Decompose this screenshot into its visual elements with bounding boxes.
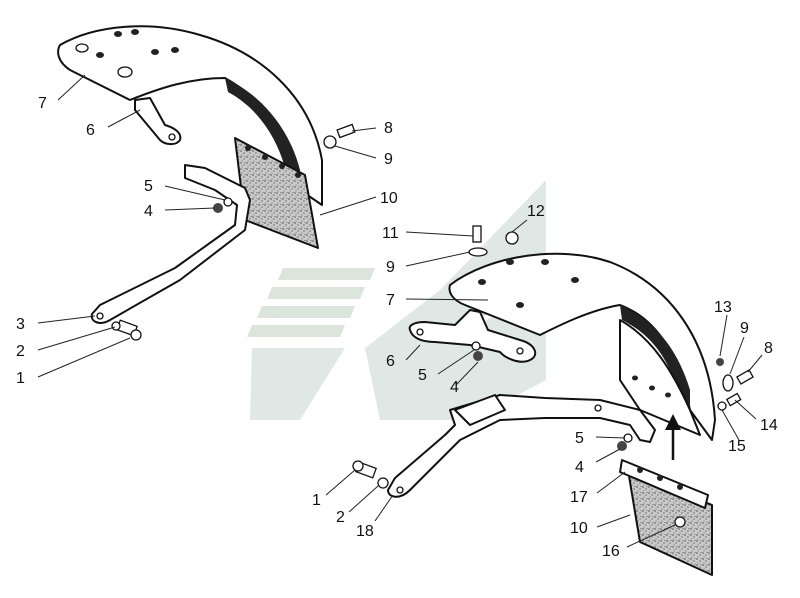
callout-right-6: 6: [386, 353, 395, 370]
callout-left-7: 7: [38, 95, 47, 112]
callout-right-13: 13: [714, 299, 732, 316]
right-small-bracket: [408, 309, 537, 363]
callout-left-9: 9: [384, 151, 393, 168]
callout-right-8: 8: [764, 340, 773, 357]
callout-right-16: 16: [602, 543, 620, 560]
callout-right-10: 10: [570, 520, 588, 537]
left-nut: [213, 197, 233, 213]
right-bracket-loop: [454, 394, 506, 426]
callout-right-5b: 5: [575, 430, 584, 447]
right-mid-nut: [471, 341, 483, 361]
callout-left-5: 5: [144, 178, 153, 195]
callout-left-1: 1: [16, 370, 25, 387]
left-mudflap-bolts: [245, 145, 301, 178]
callout-right-4b: 4: [575, 459, 584, 476]
callout-right-15: 15: [728, 438, 746, 455]
right-bolt: [352, 460, 389, 489]
callout-right-17: 17: [570, 489, 588, 506]
callout-left-4: 4: [144, 203, 153, 220]
left-top-bolt: [323, 123, 356, 149]
right-top-hardware: [468, 225, 519, 257]
callout-left-6: 6: [86, 122, 95, 139]
left-small-bracket: [134, 97, 182, 146]
callout-left-10: 10: [380, 190, 398, 207]
callout-left-2: 2: [16, 343, 25, 360]
right-fender-assembly: [352, 225, 754, 576]
right-side-hardware: [716, 358, 754, 411]
arrow-up-icon: [665, 414, 681, 460]
callout-right-9a: 9: [386, 259, 395, 276]
right-long-bracket: [387, 394, 656, 498]
left-fender-assembly: [57, 25, 356, 341]
callout-left-8: 8: [384, 120, 393, 137]
right-lower-nut: [617, 433, 633, 451]
callout-right-9b: 9: [740, 320, 749, 337]
callout-right-2: 2: [336, 509, 345, 526]
callout-right-14: 14: [760, 417, 778, 434]
callout-right-12: 12: [527, 203, 545, 220]
callout-right-18: 18: [356, 523, 374, 540]
callout-right-11: 11: [382, 225, 399, 242]
left-bolt: [111, 319, 142, 341]
left-long-bracket: [90, 164, 251, 324]
callout-labels: 7 6 8 9 5 4 10 3 2 1 11 12 9 7 6 5 4 13 …: [16, 95, 778, 560]
right-fender-holes: [478, 259, 671, 398]
leader-lines: [37, 74, 763, 548]
callout-left-3: 3: [16, 316, 25, 333]
left-fender-holes: [75, 29, 179, 78]
callout-right-1: 1: [312, 492, 321, 509]
right-fender-skirt: [619, 319, 701, 436]
callout-right-4a: 4: [450, 379, 459, 396]
callout-right-7: 7: [386, 292, 395, 309]
callout-right-5a: 5: [418, 367, 427, 384]
